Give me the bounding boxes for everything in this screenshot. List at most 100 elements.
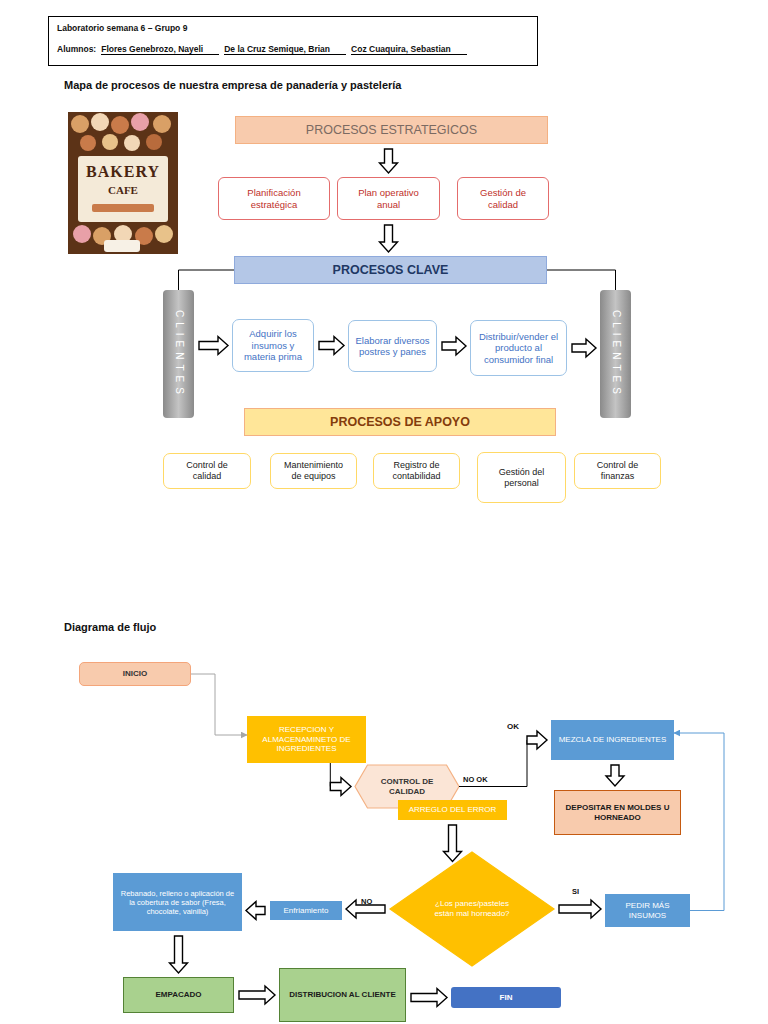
process-box: Rebanado, relleno o aplicación de la cob…: [113, 873, 242, 931]
poster-ribbon: [92, 204, 154, 212]
node-text: RECEPCION Y ALMACENAMINETO DE INGREDIENT…: [251, 725, 362, 754]
block-arrow: [170, 936, 188, 973]
flow-connector: [572, 339, 596, 357]
process-box: Control de finanzas: [574, 453, 661, 489]
client-bar: CLIENTES: [600, 290, 631, 418]
process-box: ARREGLO DEL ERROR: [398, 800, 507, 820]
flow-connector: [606, 765, 624, 786]
poster-title: BAKERY: [78, 163, 168, 181]
connector-line: [459, 740, 527, 787]
pastry: [80, 135, 96, 151]
node-text: FIN: [500, 993, 513, 1003]
block-arrow: [246, 902, 265, 920]
process-box: Distribuir/vender el producto al consumi…: [470, 320, 567, 376]
flow-connector: [179, 270, 235, 290]
flow-connector: [380, 149, 398, 173]
flow-connector: [199, 337, 228, 355]
process-box: Mantenimiento de equipos: [270, 453, 357, 489]
node-text: MEZCLA DE INGREDIENTES: [559, 735, 667, 745]
pastry: [146, 134, 162, 150]
pastry: [124, 135, 140, 151]
process-box: Elaborar diversos postres y panes: [348, 320, 437, 372]
process-box: Planificación estratégica: [218, 177, 330, 220]
node-text: Flores Genebrozo, Nayeli: [101, 44, 219, 55]
node-text: Rebanado, relleno o aplicación de la cob…: [118, 889, 237, 916]
node-text: Registro de contabilidad: [382, 460, 451, 482]
connector-line: [191, 674, 247, 735]
node-text: DEPOSITAR EN MOLDES U HORNEADO: [561, 803, 674, 822]
block-arrow: [572, 339, 596, 357]
process-box: MEZCLA DE INGREDIENTES: [551, 720, 674, 760]
node-text: PROCESOS DE APOYO: [330, 415, 470, 430]
pastry: [91, 113, 109, 131]
decision-diamond: ¿Los panes/pasteles están mal horneado?: [390, 852, 554, 966]
node-text: PROCESOS CLAVE: [333, 263, 449, 278]
process-box: Enfriamiento: [270, 901, 342, 920]
terminal-box: FIN: [451, 987, 561, 1008]
node-text: Coz Cuaquira, Sebastian: [351, 44, 467, 55]
process-box: Gestión del personal: [477, 452, 566, 503]
section-band: PROCESOS CLAVE: [234, 256, 547, 284]
node-text: DISTRIBUCION AL CLIENTE: [289, 990, 396, 1000]
poster-panel: [78, 156, 168, 222]
pastry: [131, 113, 149, 131]
flow-connector: [380, 225, 398, 252]
node-text: Enfriamiento: [284, 906, 329, 916]
block-arrow: [380, 225, 398, 252]
page-title: Mapa de procesos de nuestra empresa de p…: [64, 79, 401, 91]
flow-connector: [239, 986, 275, 1004]
connector-line: [674, 733, 724, 911]
flow-connector: [674, 733, 724, 911]
node-text: Distribuir/vender el producto al consumi…: [476, 331, 561, 365]
process-box: Registro de contabilidad: [373, 453, 460, 489]
block-arrow: [239, 986, 275, 1004]
flow-connector: [191, 674, 247, 735]
node-text: PROCESOS ESTRATEGICOS: [306, 123, 477, 138]
node-text: Plan operativo anual: [346, 187, 431, 210]
pastry: [153, 115, 171, 133]
flow-connector: [319, 337, 344, 355]
node-text: Control de finanzas: [583, 460, 652, 482]
node-text: Gestión de calidad: [466, 187, 540, 210]
node-text: De la Cruz Semique, Brian: [224, 44, 346, 55]
edge-label: NO: [361, 897, 372, 906]
node-text: Gestión del personal: [486, 467, 557, 489]
flow-connector: [459, 731, 547, 787]
pastry: [71, 115, 89, 133]
pastry: [155, 225, 173, 243]
node-text: EMPACADO: [155, 990, 201, 1000]
block-arrow: [380, 149, 398, 173]
process-box: Plan operativo anual: [337, 177, 440, 220]
process-box: DEPOSITAR EN MOLDES U HORNEADO: [554, 790, 681, 835]
block-arrow: [330, 778, 351, 796]
process-box: Gestión de calidad: [457, 177, 549, 220]
block-arrow: [444, 825, 462, 862]
node-text: CONTROL DE CALIDAD: [373, 777, 441, 796]
terminal-box: INICIO: [79, 662, 191, 686]
process-box: Adquirir los insumos y materia prima: [232, 319, 314, 372]
block-arrow: [559, 900, 601, 918]
node-text: CLIENTES: [173, 310, 185, 399]
flow-label: OK: [507, 722, 519, 731]
section-heading: Diagrama de flujo: [64, 621, 156, 633]
process-box: Control de calidad: [163, 453, 251, 489]
node-text: Planificación estratégica: [227, 187, 321, 210]
node-text: Adquirir los insumos y materia prima: [238, 328, 308, 362]
flow-connector: [170, 936, 188, 973]
process-box: PEDIR MÁS INSUMOS: [605, 894, 690, 927]
connector-line: [547, 270, 616, 290]
node-text: CLIENTES: [610, 310, 622, 399]
edge-label: SI: [572, 887, 579, 896]
block-arrow: [411, 989, 447, 1007]
node-text: Alumnos:: [57, 44, 96, 54]
connector-line: [179, 270, 235, 290]
flow-connector: [559, 900, 601, 918]
block-arrow: [319, 337, 344, 355]
node-text: PEDIR MÁS INSUMOS: [610, 901, 685, 920]
flow-connector: [442, 337, 466, 355]
client-bar: CLIENTES: [163, 290, 194, 418]
